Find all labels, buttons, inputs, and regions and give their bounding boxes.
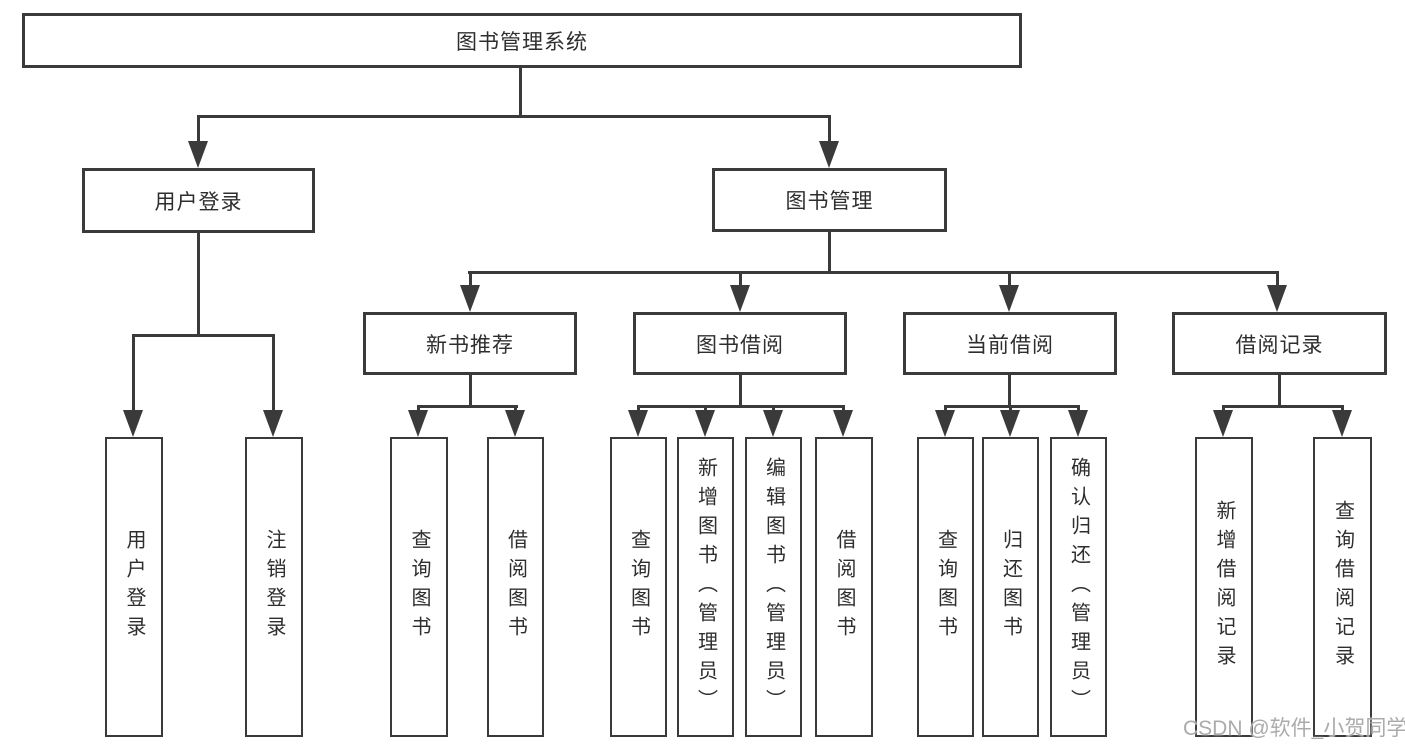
connector-line (468, 271, 1279, 274)
connector-line (842, 405, 845, 413)
node-library-system-label: 图书管理系统 (456, 30, 588, 54)
leaf-user-login-label: 用户登录 (123, 529, 145, 645)
node-book-borrowing: 图书借阅 (633, 312, 847, 375)
leaf-query-borrow-record: 查询借阅记录 (1313, 437, 1372, 737)
csdn-watermark: CSDN @软件_小贺同学 (1183, 717, 1405, 740)
connector-line (197, 115, 831, 118)
node-book-management-label: 图书管理 (785, 190, 874, 213)
arrow-down-icon (263, 410, 283, 437)
connector-line (1009, 405, 1012, 413)
node-user-login-label: 用户登录 (154, 190, 243, 214)
leaf-query-books-current: 查询图书 (917, 437, 974, 737)
arrow-down-icon (1000, 410, 1020, 437)
leaf-add-borrow-record-label: 新增借阅记录 (1213, 500, 1235, 674)
connector-line (469, 374, 472, 407)
leaf-add-books-admin: 新增图书（管理员） (677, 437, 734, 737)
arrow-down-icon (730, 285, 750, 312)
leaf-borrow-books: 借阅图书 (815, 437, 873, 737)
arrow-down-icon (123, 410, 143, 437)
connector-line (637, 405, 640, 413)
arrow-down-icon (695, 410, 715, 437)
arrow-down-icon (1267, 285, 1287, 312)
node-borrowing-records: 借阅记录 (1172, 312, 1387, 375)
node-new-book-recommend: 新书推荐 (363, 312, 577, 375)
arrow-down-icon (819, 141, 839, 168)
leaf-logout-label: 注销登录 (263, 529, 285, 645)
leaf-edit-books-admin: 编辑图书（管理员） (745, 437, 802, 737)
connector-line (272, 334, 275, 412)
leaf-add-borrow-record: 新增借阅记录 (1195, 437, 1253, 737)
connector-line (1222, 405, 1344, 408)
arrow-down-icon (999, 285, 1019, 312)
node-new-book-recommend-label: 新书推荐 (426, 333, 514, 357)
leaf-borrow-books-recommend: 借阅图书 (487, 437, 544, 737)
connector-line (519, 66, 522, 117)
arrow-down-icon (408, 410, 428, 437)
node-current-borrowing: 当前借阅 (903, 312, 1117, 375)
node-current-borrowing-label: 当前借阅 (966, 333, 1054, 357)
connector-line (1341, 405, 1344, 413)
connector-line (1278, 374, 1281, 407)
leaf-query-books-current-label: 查询图书 (934, 529, 957, 645)
connector-line (944, 405, 947, 413)
connector-line (1077, 405, 1080, 413)
arrow-down-icon (1068, 410, 1088, 437)
connector-line (739, 374, 742, 407)
connector-line (132, 334, 135, 412)
connector-line (514, 405, 517, 413)
leaf-borrow-books-label: 借阅图书 (833, 529, 855, 645)
node-book-borrowing-label: 图书借阅 (696, 333, 784, 357)
node-user-login: 用户登录 (82, 168, 315, 233)
connector-line (469, 271, 472, 287)
connector-line (417, 405, 518, 408)
leaf-query-books-recommend: 查询图书 (390, 437, 448, 737)
connector-line (1008, 271, 1011, 287)
leaf-confirm-return-admin: 确认归还（管理员） (1050, 437, 1107, 737)
connector-line (1276, 271, 1279, 287)
arrow-down-icon (460, 285, 480, 312)
leaf-logout: 注销登录 (245, 437, 303, 737)
arrow-down-icon (505, 410, 525, 437)
connector-line (1222, 405, 1225, 413)
connector-line (704, 405, 707, 413)
connector-line (637, 405, 845, 408)
leaf-confirm-return-admin-label: 确认归还（管理员） (1067, 456, 1090, 718)
connector-line (197, 232, 200, 336)
leaf-query-books-borrowing: 查询图书 (610, 437, 667, 737)
connector-line (828, 232, 831, 273)
arrow-down-icon (935, 410, 955, 437)
node-borrowing-records-label: 借阅记录 (1235, 333, 1324, 357)
leaf-return-books: 归还图书 (982, 437, 1039, 737)
arrow-down-icon (628, 410, 648, 437)
arrow-down-icon (188, 141, 208, 168)
connector-line (417, 405, 420, 413)
connector-line (944, 405, 1080, 408)
connector-line (828, 115, 831, 145)
leaf-edit-books-admin-label: 编辑图书（管理员） (762, 456, 785, 718)
connector-line (772, 405, 775, 413)
arrow-down-icon (763, 410, 783, 437)
leaf-query-books-borrowing-label: 查询图书 (627, 529, 650, 645)
leaf-add-books-admin-label: 新增图书（管理员） (694, 456, 717, 718)
connector-line (132, 334, 275, 337)
leaf-query-books-recommend-label: 查询图书 (408, 529, 430, 645)
leaf-return-books-label: 归还图书 (999, 529, 1022, 645)
arrow-down-icon (1332, 410, 1352, 437)
node-library-system: 图书管理系统 (22, 13, 1022, 68)
leaf-user-login: 用户登录 (105, 437, 163, 737)
connector-line (739, 271, 742, 287)
node-book-management: 图书管理 (712, 168, 947, 232)
connector-line (197, 115, 200, 145)
arrow-down-icon (833, 410, 853, 437)
leaf-query-borrow-record-label: 查询借阅记录 (1331, 500, 1354, 674)
leaf-borrow-books-recommend-label: 借阅图书 (504, 529, 527, 645)
connector-line (1008, 374, 1011, 407)
arrow-down-icon (1213, 410, 1233, 437)
